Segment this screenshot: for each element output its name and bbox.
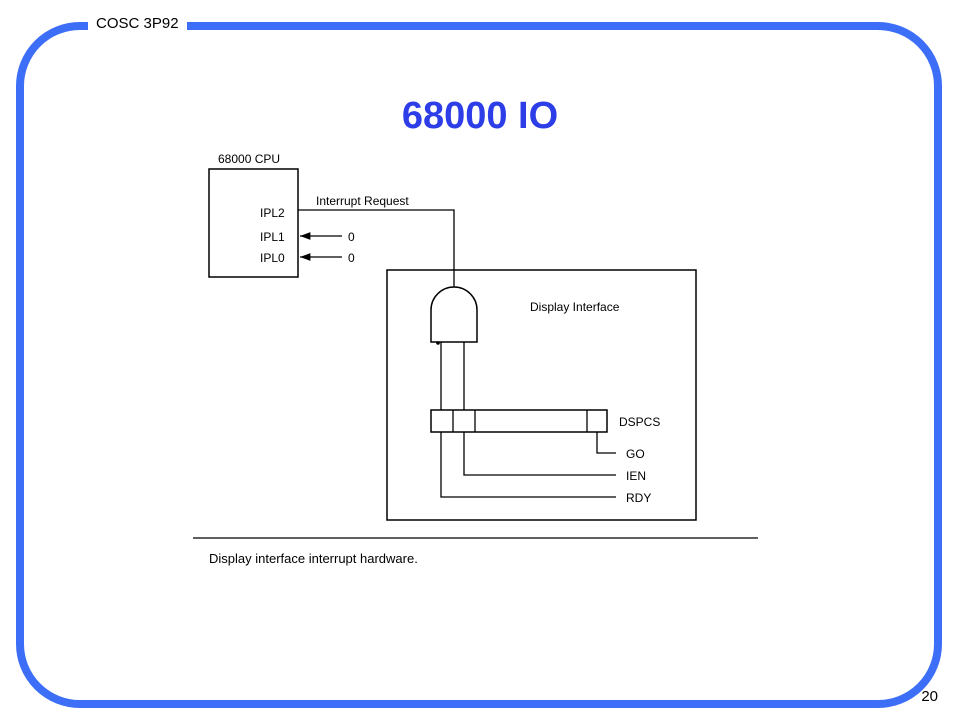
pin-ipl0-label: IPL0: [260, 251, 285, 265]
course-code: COSC 3P92: [88, 12, 187, 36]
display-interface-box: [386, 269, 697, 521]
cpu-label: 68000 CPU: [218, 152, 280, 166]
pin-ipl2-label: IPL2: [260, 206, 285, 220]
page-number: 20: [921, 688, 938, 705]
rdy-bit-label: RDY: [626, 491, 651, 505]
interrupt-request-line: [298, 209, 455, 288]
go-bit-label: GO: [626, 447, 645, 461]
display-interface-label: Display Interface: [530, 300, 620, 314]
ipl1-input-value: 0: [348, 230, 355, 244]
dspcs-label: DSPCS: [619, 415, 660, 429]
cpu-box: [208, 168, 299, 278]
ien-bit-label: IEN: [626, 469, 646, 483]
pin-ipl1-label: IPL1: [260, 230, 285, 244]
ipl0-input-value: 0: [348, 251, 355, 265]
gate-pin-dot: [436, 341, 440, 345]
interrupt-request-label: Interrupt Request: [316, 194, 409, 208]
rdy-bit-line: [440, 432, 616, 498]
ien-bit-line: [463, 432, 616, 476]
dspcs-register: [430, 409, 608, 433]
slide-title: 68000 IO: [401, 95, 559, 137]
diagram-caption: Display interface interrupt hardware.: [209, 551, 418, 566]
go-bit-line: [596, 432, 616, 454]
and-gate: [430, 286, 478, 343]
slide-frame: [16, 22, 942, 708]
